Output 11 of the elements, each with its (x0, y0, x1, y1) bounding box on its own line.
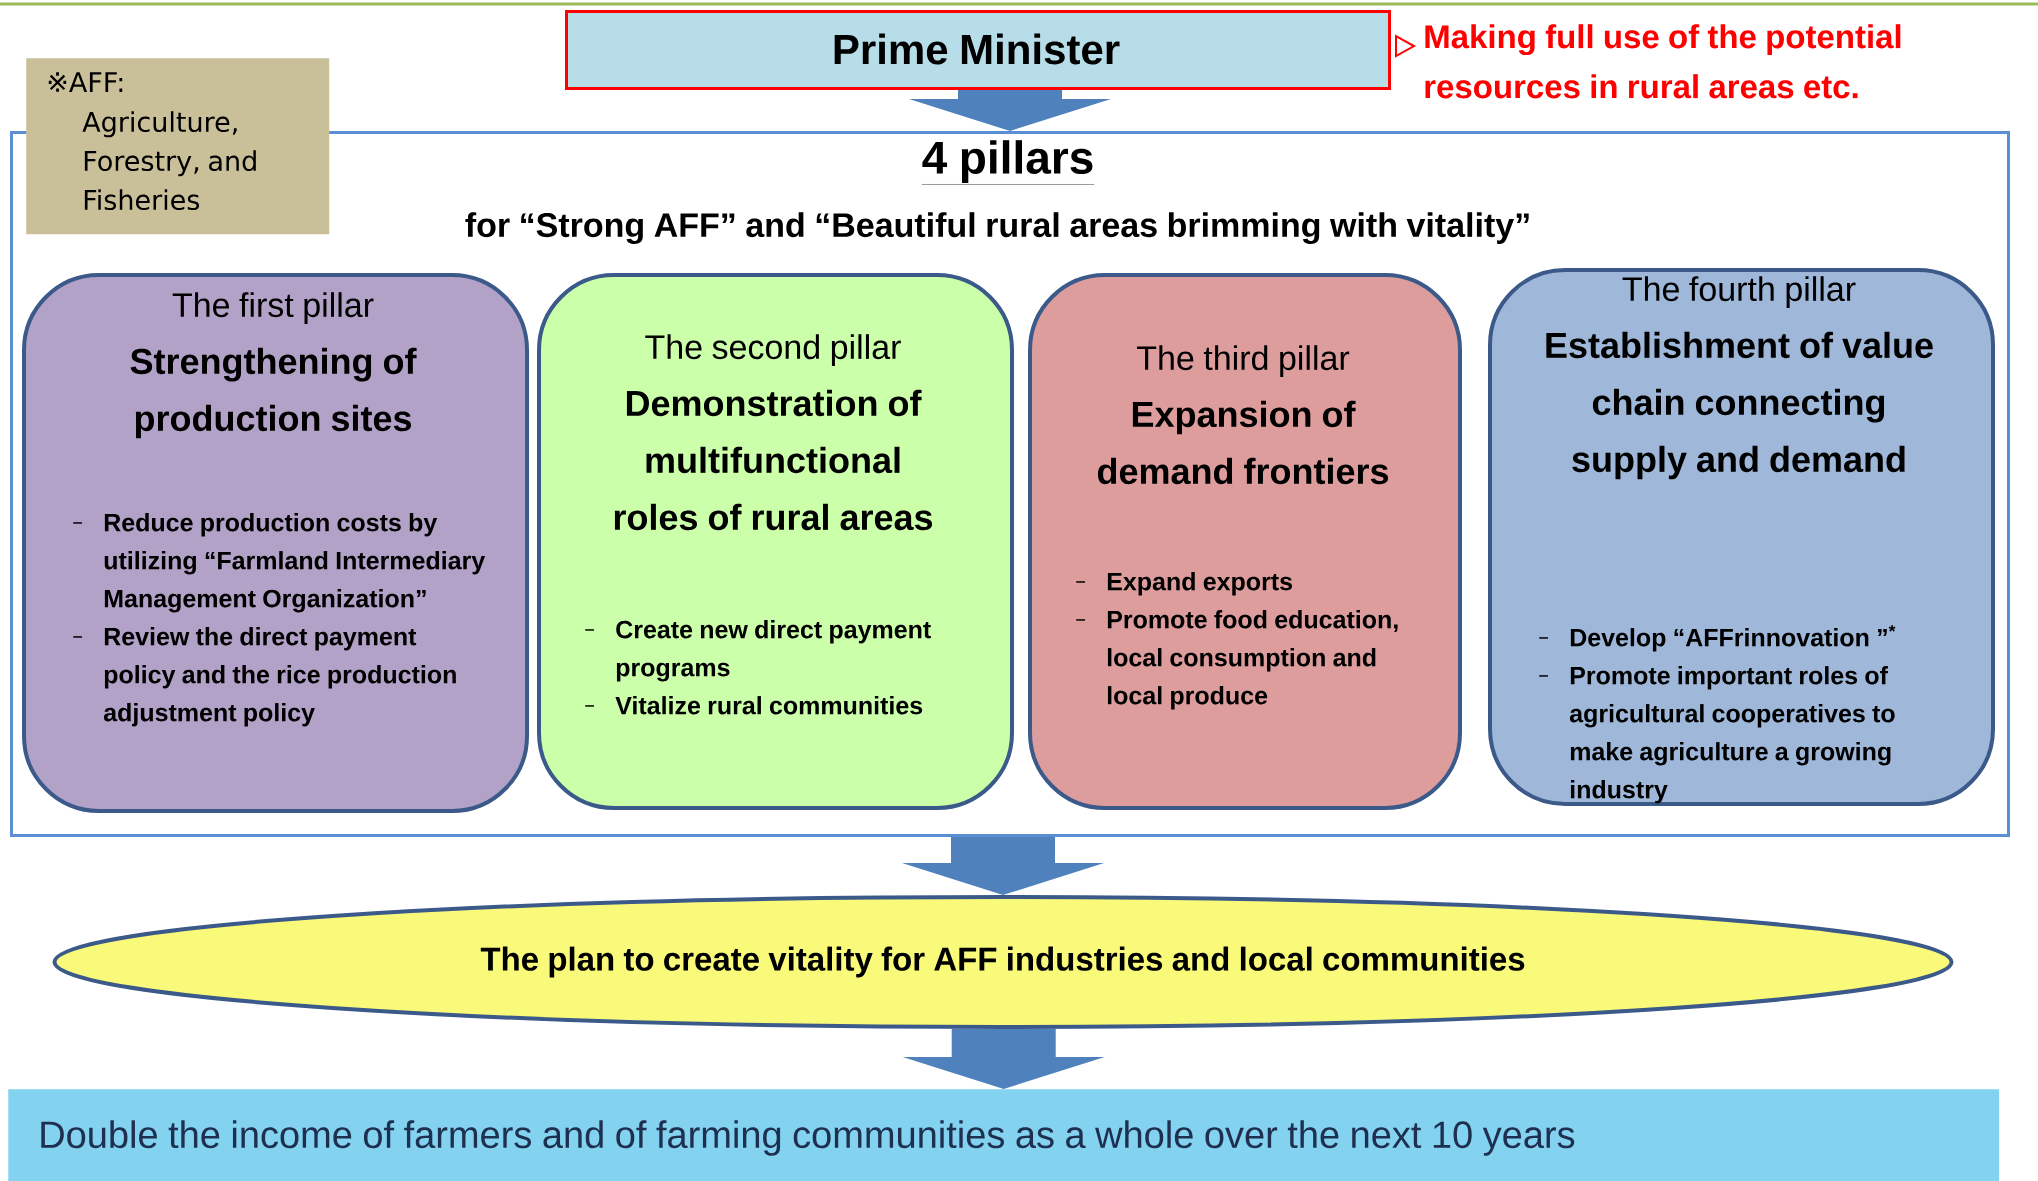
note-box: ※AFF: Agriculture, Forestry, and Fisheries (26, 58, 330, 235)
block-arrow (909, 90, 1111, 131)
goal-text: Making full use of the potential resources in rural areas etc. (1425, 24, 1901, 99)
pillar-box: The second pillar Demonstration of multifunctional roles of rural areas Create new direct payment programs Vitalize rural communities (537, 273, 1014, 810)
pillar-box: The fourth pillar Establishment of value chain connecting supply and demand Develop “AFFrinnovation ”$^{*}$ Promote important roles of agricultural cooperatives to make agriculture a growing industry (1488, 268, 1995, 806)
goal-band: Double the income of farmers and of farming communities as a whole over the next 10 years (8, 1089, 2000, 1181)
pillar-box: The third pillar Expansion of demand frontiers Expand exports Promote food education, local consumption and local produce (1028, 273, 1462, 810)
block-arrow (902, 837, 1104, 895)
pillar-box: The first pillar Strengthening of production sites Reduce production costs by utilizing “Farmland Intermediary Management Organization” Review the direct payment policy and the rice production adjustment policy (22, 273, 529, 813)
leader-box: Prime Minister (565, 10, 1391, 90)
block-arrow (902, 1029, 1105, 1089)
